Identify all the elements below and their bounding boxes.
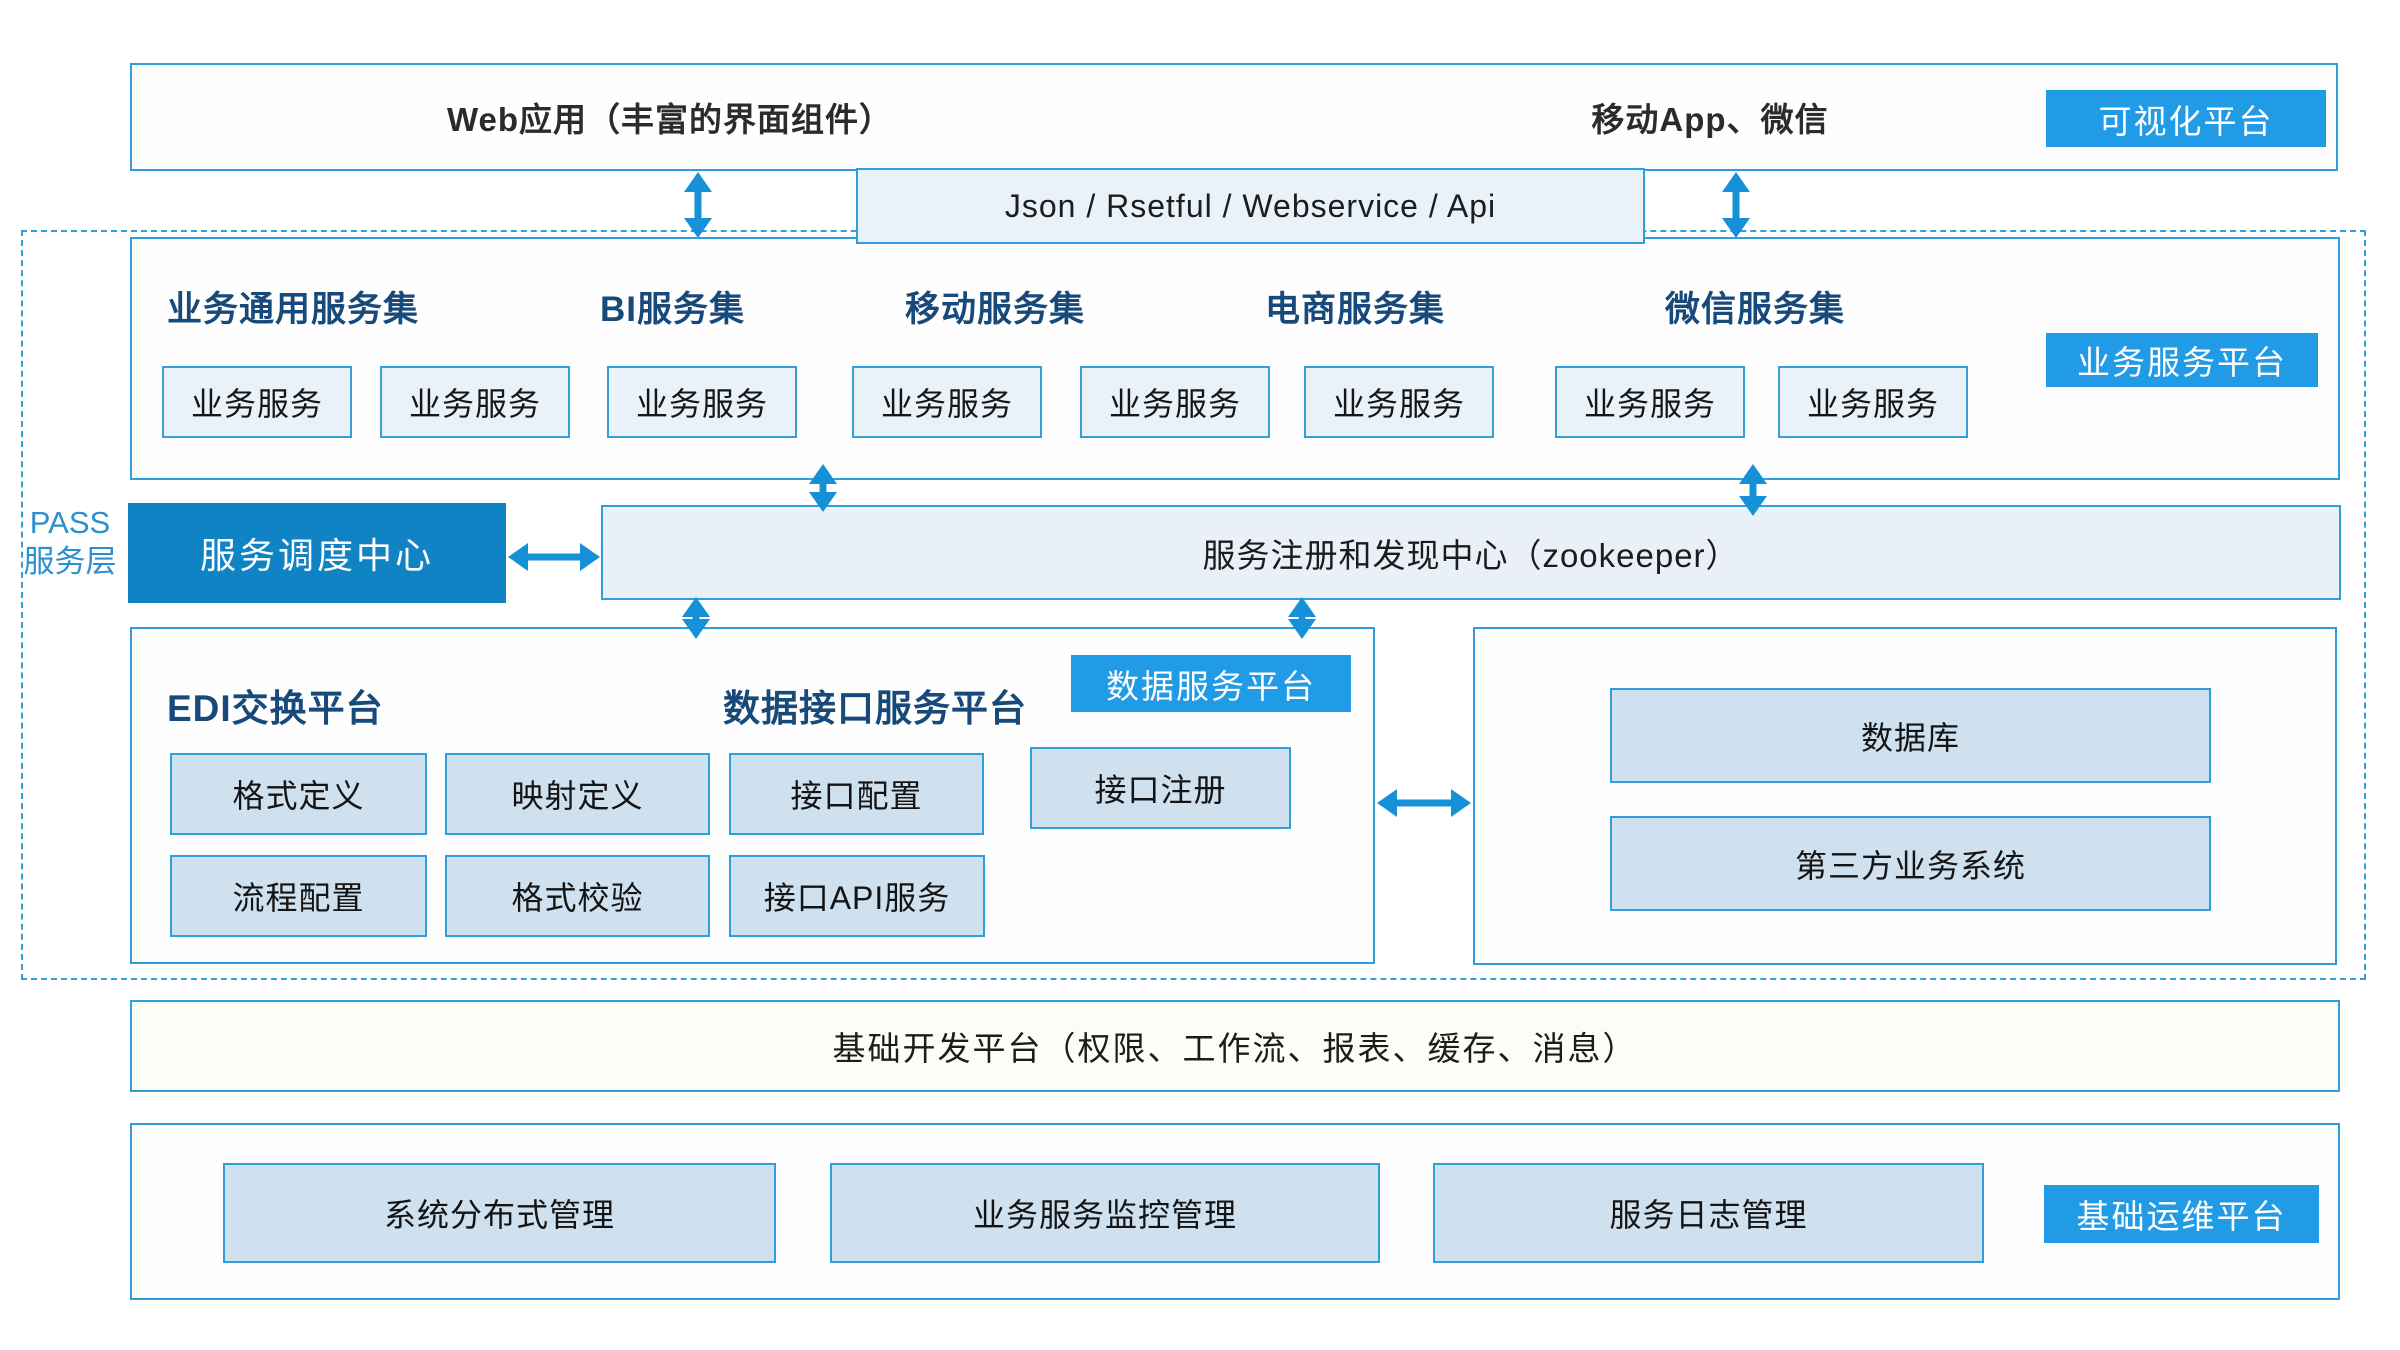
ops-item-box: 服务日志管理 bbox=[1433, 1163, 1984, 1263]
service-registry-bar: 服务注册和发现中心（zookeeper） bbox=[601, 505, 2341, 600]
pass-layer-label-line2: 服务层 bbox=[23, 544, 117, 579]
business-service-platform-badge: 业务服务平台 bbox=[2046, 333, 2318, 387]
ops-item-box: 系统分布式管理 bbox=[223, 1163, 776, 1263]
edi-feature-box: 格式校验 bbox=[445, 855, 710, 937]
business-platform-box bbox=[130, 237, 2340, 480]
service-group-title: 移动服务集 bbox=[905, 290, 1086, 329]
data-service-platform-badge: 数据服务平台 bbox=[1071, 655, 1351, 712]
edi-platform-title: EDI交换平台 bbox=[167, 688, 384, 729]
pass-layer-label-line1: PASS bbox=[29, 505, 111, 540]
service-group-title: 电商服务集 bbox=[1265, 290, 1446, 329]
foundation-dev-platform-bar: 基础开发平台（权限、工作流、报表、缓存、消息） bbox=[130, 1000, 2340, 1092]
business-service-box: 业务服务 bbox=[380, 366, 570, 438]
edi-feature-box: 格式定义 bbox=[170, 753, 427, 835]
double-arrow-icon bbox=[681, 597, 711, 639]
data-interface-platform-title: 数据接口服务平台 bbox=[723, 688, 1027, 729]
service-scheduler-box: 服务调度中心 bbox=[128, 503, 506, 603]
double-arrow-icon bbox=[683, 172, 713, 238]
service-group-title: BI服务集 bbox=[600, 290, 746, 329]
third-party-system-box: 第三方业务系统 bbox=[1610, 816, 2211, 911]
double-arrow-icon bbox=[1721, 172, 1751, 238]
pass-layer-label: PASS 服务层 bbox=[18, 503, 122, 581]
business-service-box: 业务服务 bbox=[162, 366, 352, 438]
business-service-box: 业务服务 bbox=[852, 366, 1042, 438]
mobile-app-label: 移动App、微信 bbox=[1591, 101, 1829, 138]
double-arrow-icon bbox=[1377, 788, 1471, 818]
ops-platform-badge: 基础运维平台 bbox=[2044, 1185, 2319, 1243]
edi-feature-box: 映射定义 bbox=[445, 753, 710, 835]
web-app-label: Web应用（丰富的界面组件） bbox=[446, 101, 894, 138]
business-service-box: 业务服务 bbox=[1304, 366, 1494, 438]
business-service-box: 业务服务 bbox=[1555, 366, 1745, 438]
database-box: 数据库 bbox=[1610, 688, 2211, 783]
double-arrow-icon bbox=[1287, 597, 1317, 639]
external-systems-box bbox=[1473, 627, 2337, 965]
edi-feature-box: 接口配置 bbox=[729, 753, 984, 835]
business-service-box: 业务服务 bbox=[607, 366, 797, 438]
edi-feature-box: 接口API服务 bbox=[729, 855, 985, 937]
edi-feature-box: 流程配置 bbox=[170, 855, 427, 937]
service-group-title: 微信服务集 bbox=[1665, 290, 1846, 329]
visualization-platform-badge: 可视化平台 bbox=[2046, 90, 2326, 147]
api-bar: Json / Rsetful / Webservice / Api bbox=[856, 168, 1645, 244]
double-arrow-icon bbox=[1738, 464, 1768, 516]
business-service-box: 业务服务 bbox=[1080, 366, 1270, 438]
edi-feature-box: 接口注册 bbox=[1030, 747, 1291, 829]
double-arrow-icon bbox=[808, 464, 838, 512]
business-service-box: 业务服务 bbox=[1778, 366, 1968, 438]
ops-item-box: 业务服务监控管理 bbox=[830, 1163, 1380, 1263]
double-arrow-icon bbox=[508, 542, 600, 572]
service-group-title: 业务通用服务集 bbox=[167, 290, 420, 329]
